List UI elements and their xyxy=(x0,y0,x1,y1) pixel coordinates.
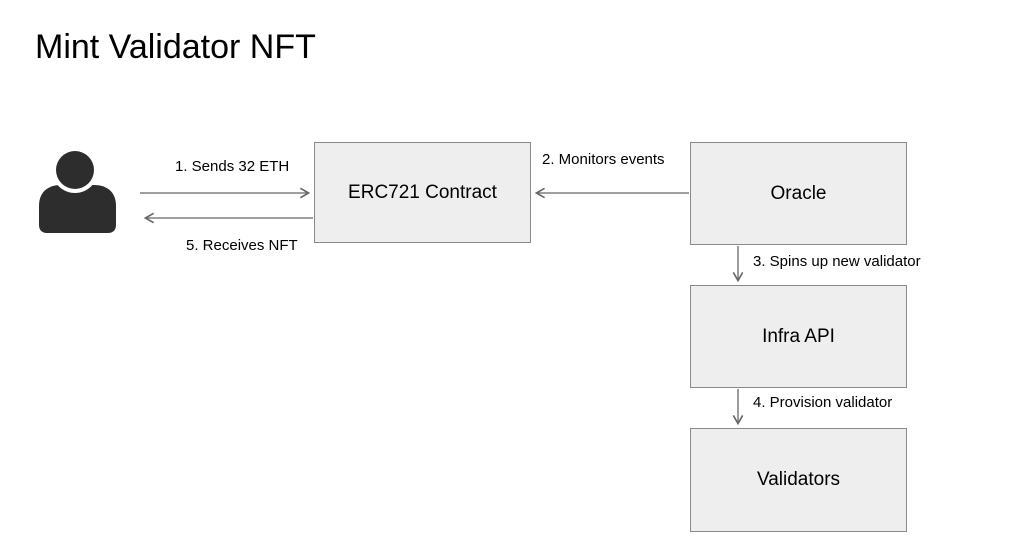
user-node xyxy=(39,146,117,234)
edge-label-spins-up-validator: 3. Spins up new validator xyxy=(753,253,921,270)
node-erc721-contract-label: ERC721 Contract xyxy=(348,181,497,203)
node-infra-api-label: Infra API xyxy=(762,325,835,347)
edge-label-monitors-events: 2. Monitors events xyxy=(542,151,665,168)
person-icon xyxy=(39,147,116,233)
node-infra-api: Infra API xyxy=(690,285,907,388)
node-validators-label: Validators xyxy=(756,469,841,490)
node-validators: Validators xyxy=(690,428,907,532)
node-oracle: Oracle xyxy=(690,142,907,245)
node-oracle-label: Oracle xyxy=(770,182,827,204)
edge-label-sends-eth: 1. Sends 32 ETH xyxy=(175,158,290,175)
page-title: Mint Validator NFT xyxy=(35,28,316,66)
node-erc721-contract: ERC721 Contract xyxy=(314,142,531,243)
edge-label-provision-validator: 4. Provision validator xyxy=(753,394,893,411)
edge-label-receives-nft: 5. Receives NFT xyxy=(186,237,298,254)
